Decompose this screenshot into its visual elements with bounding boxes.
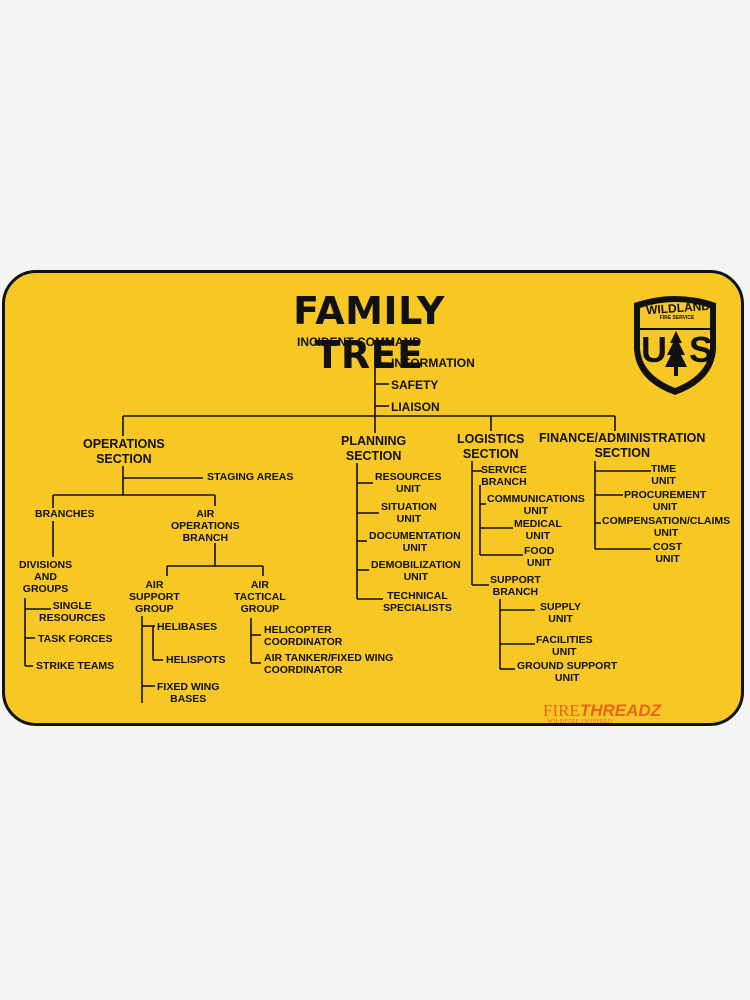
- node-operations-section: OPERATIONS SECTION: [83, 437, 165, 466]
- node-food-unit: FOOD UNIT: [524, 545, 555, 569]
- brand-tagline: WILDFIRE INSPIRED: [547, 719, 613, 725]
- brand-threadz: THREADZ: [579, 701, 662, 720]
- node-planning-section: PLANNING SECTION: [341, 434, 407, 463]
- node-branches: BRANCHES: [35, 508, 95, 520]
- node-service-branch: SERVICE BRANCH: [481, 464, 527, 488]
- node-liaison: LIAISON: [391, 400, 440, 414]
- node-support-branch: SUPPORT BRANCH: [490, 574, 541, 598]
- node-finance-section: FINANCE/ADMINISTRATION SECTION: [539, 431, 706, 460]
- node-ground-support-unit: GROUND SUPPORT UNIT: [517, 660, 618, 684]
- node-helispots: HELISPOTS: [166, 654, 226, 666]
- logo-s-letter: S: [689, 329, 714, 370]
- node-procurement-unit: PROCUREMENT UNIT: [624, 489, 707, 513]
- logo-u-letter: U: [641, 329, 667, 370]
- node-compensation-claims-unit: COMPENSATION/CLAIMS UNIT: [602, 515, 731, 539]
- brand-fire: FIRE: [543, 701, 580, 720]
- node-medical-unit: MEDICAL UNIT: [514, 518, 562, 542]
- node-information: INFORMATION: [391, 356, 475, 370]
- tree-icon: [665, 331, 687, 376]
- node-strike-teams: STRIKE TEAMS: [36, 660, 115, 672]
- node-task-forces: TASK FORCES: [38, 633, 113, 645]
- node-incident-command: INCIDENT COMMAND: [297, 335, 421, 349]
- node-air-support-group: AIR SUPPORT GROUP: [129, 579, 180, 615]
- diagram-title: FAMILY TREE: [293, 289, 445, 377]
- node-helibases: HELIBASES: [157, 621, 218, 633]
- node-air-tactical-group: AIR TACTICAL GROUP: [234, 579, 286, 615]
- node-facilities-unit: FACILITIES UNIT: [536, 634, 593, 658]
- node-single-resources: SINGLE RESOURCES: [39, 600, 106, 624]
- node-air-tanker-coordinator: AIR TANKER/FIXED WING COORDINATOR: [264, 652, 394, 676]
- node-cost-unit: COST UNIT: [653, 541, 683, 565]
- node-safety: SAFETY: [391, 378, 439, 392]
- node-resources-unit: RESOURCES UNIT: [375, 471, 442, 495]
- node-technical-specialists: TECHNICAL SPECIALISTS: [383, 590, 452, 614]
- node-documentation-unit: DOCUMENTATION UNIT: [369, 530, 461, 554]
- node-demobilization-unit: DEMOBILIZATION UNIT: [371, 559, 461, 583]
- node-air-operations-branch: AIR OPERATIONS BRANCH: [171, 508, 240, 544]
- node-time-unit: TIME UNIT: [651, 463, 677, 487]
- node-supply-unit: SUPPLY UNIT: [540, 601, 582, 625]
- node-logistics-section: LOGISTICS SECTION: [457, 432, 525, 461]
- node-divisions-groups: DIVISIONS AND GROUPS: [19, 559, 73, 595]
- node-situation-unit: SITUATION UNIT: [381, 501, 437, 525]
- connector-lines: [24, 349, 651, 703]
- node-helicopter-coordinator: HELICOPTER COORDINATOR: [264, 624, 343, 648]
- node-communications-unit: COMMUNICATIONS UNIT: [487, 493, 585, 517]
- node-staging-areas: STAGING AREAS: [207, 471, 294, 483]
- logo-fire-service-text: FIRE SERVICE: [659, 315, 695, 321]
- brand-logo: FIRETHREADZ: [543, 701, 661, 721]
- family-tree-card: FAMILY TREE INCIDENT COMMAND INFORMATION…: [2, 270, 744, 726]
- node-fixed-wing-bases: FIXED WING BASES: [157, 681, 220, 705]
